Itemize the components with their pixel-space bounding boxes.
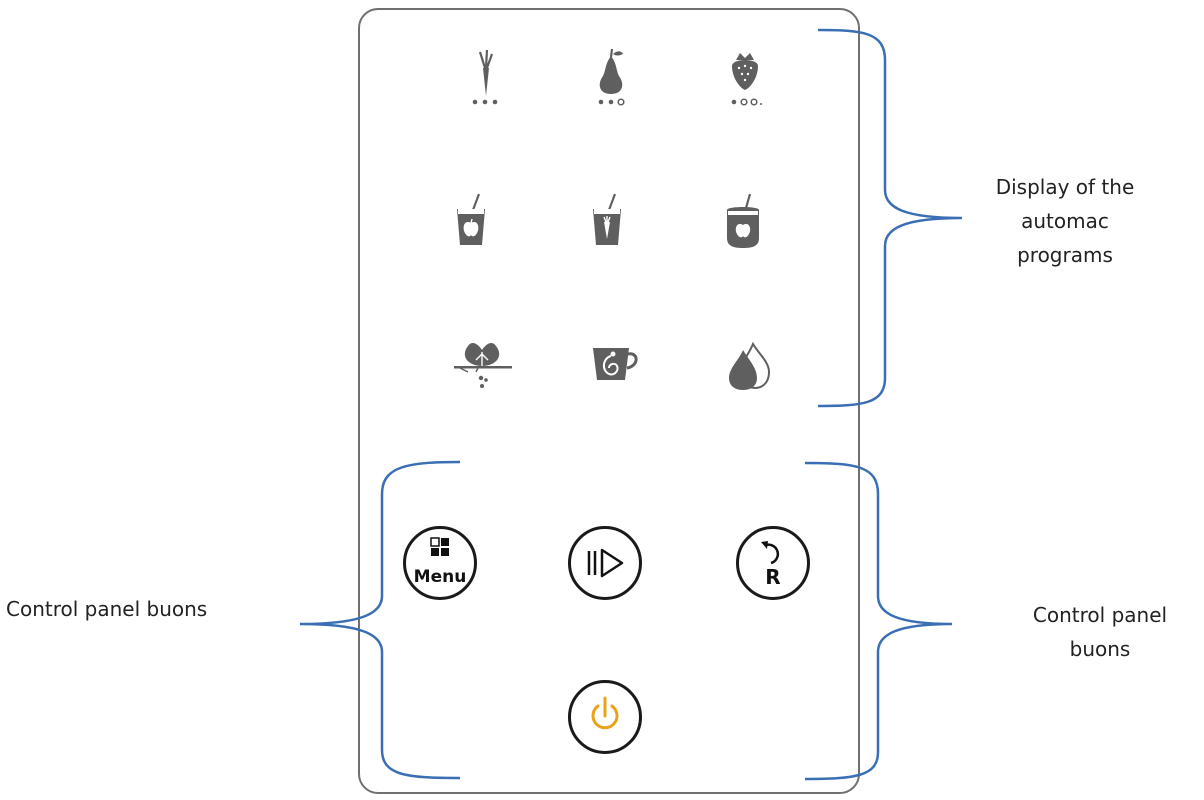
right-controls-annotation-line: Control panel	[1032, 603, 1168, 627]
programs-annotation-line: automac	[1021, 209, 1109, 233]
smoothie-jar-icon	[727, 193, 759, 248]
apple-juice-cup-icon	[457, 193, 485, 245]
programs-annotation-line: Display of the	[995, 175, 1135, 199]
reset-button[interactable]: R	[736, 526, 810, 600]
power-icon	[591, 696, 619, 730]
menu-grid-icon	[430, 537, 449, 556]
control-panel-outline	[358, 8, 860, 794]
play-pause-button[interactable]	[568, 526, 642, 600]
programs-annotation: Display of the automac programs	[940, 170, 1190, 272]
menu-label: Menu	[413, 567, 467, 587]
programs-bracket	[817, 28, 963, 408]
right-controls-bracket	[804, 461, 953, 781]
carrot-icon	[472, 49, 498, 105]
left-controls-annotation-line: Control panel buons	[6, 597, 208, 621]
reset-label: R	[765, 565, 781, 589]
right-controls-annotation: Control panel buons	[1000, 598, 1200, 666]
hot-drink-cup-icon	[593, 348, 638, 380]
leafy-greens-icon	[454, 343, 512, 388]
right-controls-annotation-line: buons	[1069, 637, 1131, 661]
menu-button[interactable]: Menu	[403, 526, 477, 600]
strawberry-icon	[731, 53, 762, 106]
carrot-juice-cup-icon	[593, 193, 621, 245]
reset-arrow-icon	[761, 541, 780, 565]
left-controls-annotation: Control panel buons	[6, 592, 276, 626]
drops-icon	[729, 341, 771, 390]
play-pause-icon	[587, 548, 624, 578]
programs-annotation-line: programs	[1017, 243, 1113, 267]
power-button[interactable]	[568, 680, 642, 754]
left-controls-bracket	[299, 460, 461, 780]
pear-icon	[598, 48, 625, 106]
